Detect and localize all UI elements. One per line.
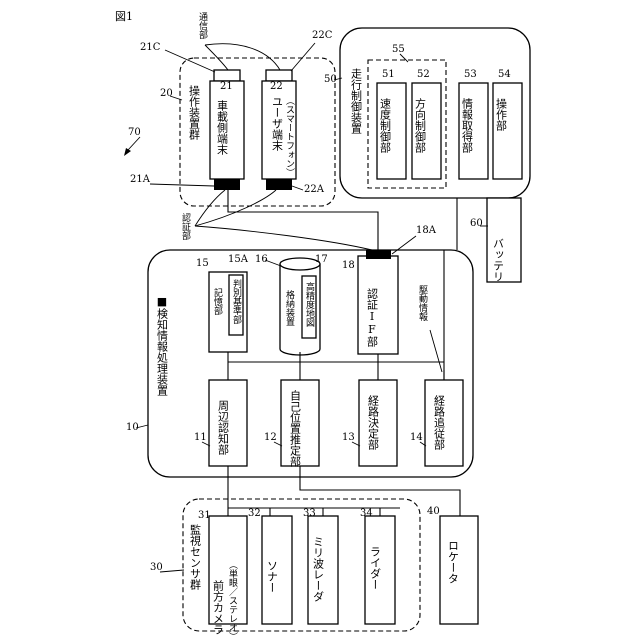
operation-group-label: 操作装置群 bbox=[188, 84, 201, 140]
storage-device-top bbox=[280, 258, 320, 270]
judgment-unit-ref: 15A bbox=[228, 254, 249, 265]
onboard-terminal-ref: 21 bbox=[220, 81, 233, 92]
comm-unit-label: 通信部 bbox=[197, 12, 208, 40]
comm-pad-22c bbox=[266, 70, 292, 81]
sonar-label: ソナー bbox=[266, 560, 279, 593]
speed-control-label: 速度制御部 bbox=[379, 98, 392, 153]
mm-radar-ref: 33 bbox=[303, 508, 316, 519]
route-decision-ref: 13 bbox=[342, 432, 355, 443]
self-position-label: 自己位置推定部 bbox=[289, 390, 302, 467]
sensor-group-ref: 30 bbox=[150, 562, 163, 573]
auth-ref-22a-leader bbox=[292, 186, 303, 190]
auth-ref-21a: 21A bbox=[130, 174, 151, 185]
battery-label: バッテリ bbox=[492, 238, 505, 282]
auth-ref-21a-leader bbox=[150, 184, 214, 186]
front-camera-ref: 31 bbox=[198, 510, 211, 521]
operation-unit-ref: 54 bbox=[498, 69, 511, 80]
sonar-ref: 32 bbox=[248, 508, 261, 519]
auth-pad-21a bbox=[214, 179, 240, 190]
auth-if-label: 認証IF部 bbox=[366, 287, 379, 347]
locator-label: ロケータ bbox=[447, 540, 460, 584]
storage-device-label: 格納装置 bbox=[284, 289, 295, 326]
system-ref-leader bbox=[128, 137, 140, 150]
auth-if-ref: 18 bbox=[342, 260, 355, 271]
self-position-ref: 12 bbox=[264, 432, 277, 443]
surroundings-ref: 11 bbox=[194, 432, 207, 443]
lidar-label: ライダー bbox=[369, 546, 382, 590]
sensor-group-label: 監視センサ群 bbox=[189, 523, 202, 590]
drive-info-label: 駆動情報 bbox=[417, 285, 428, 322]
auth-unit-label: 認証部 bbox=[180, 212, 191, 241]
locator-ref: 40 bbox=[427, 506, 440, 517]
operation-group-ref: 20 bbox=[160, 88, 173, 99]
hd-map-label: 高精度地図 bbox=[304, 281, 315, 328]
hd-map-ref: 17 bbox=[315, 254, 328, 265]
comm-ref-21c-leader bbox=[165, 50, 215, 72]
system-ref-arrow bbox=[124, 148, 131, 156]
memory-unit-ref: 15 bbox=[196, 258, 209, 269]
user-terminal-label: ユーザ端末 bbox=[271, 96, 284, 152]
route-decision-label: 経路決定部 bbox=[367, 395, 380, 450]
memory-unit-label: 記憶部 bbox=[212, 287, 223, 316]
auth-to-if-line bbox=[228, 190, 378, 250]
direction-control-ref: 52 bbox=[417, 69, 430, 80]
mm-radar-label: ミリ波レーダ bbox=[312, 536, 325, 602]
user-terminal-sub: （スマートフォン） bbox=[284, 96, 295, 177]
comm-leader-a bbox=[205, 45, 228, 70]
auth-leader-c bbox=[195, 226, 372, 250]
judgment-unit-label: 判別基準部 bbox=[231, 278, 242, 325]
auth-if-pad-ref: 18A bbox=[416, 225, 437, 236]
info-acquisition-ref: 53 bbox=[464, 69, 477, 80]
front-camera-label: 前方カメラ bbox=[212, 579, 225, 635]
surroundings-label: 周辺認知部 bbox=[217, 400, 230, 455]
battery-ref: 60 bbox=[470, 218, 483, 229]
onboard-terminal-label: 車載側端末 bbox=[216, 99, 229, 156]
lidar-ref: 34 bbox=[360, 508, 373, 519]
steering-group-ref: 55 bbox=[392, 44, 405, 55]
speed-control-ref: 51 bbox=[382, 69, 395, 80]
auth-leader-a bbox=[195, 190, 225, 226]
storage-device-ref: 16 bbox=[255, 254, 268, 265]
route-following-label: 経路追従部 bbox=[433, 395, 446, 450]
system-ref: 70 bbox=[128, 127, 141, 138]
info-acquisition-label: 情報取得部 bbox=[461, 98, 474, 153]
comm-ref-22c-leader bbox=[291, 43, 315, 71]
comm-ref-21c: 21C bbox=[140, 42, 161, 53]
sensor-group-leader bbox=[160, 570, 184, 572]
direction-control-label: 方向制御部 bbox=[414, 97, 427, 153]
travel-control-label: 走行制御装置 bbox=[350, 68, 363, 134]
auth-pad-22a bbox=[266, 179, 292, 190]
user-terminal-ref: 22 bbox=[270, 81, 283, 92]
comm-pad-21c bbox=[214, 70, 240, 81]
route-following-ref: 14 bbox=[410, 432, 423, 443]
figure-label: 図1 bbox=[115, 10, 133, 23]
comm-ref-22c: 22C bbox=[312, 30, 333, 41]
auth-ref-22a: 22A bbox=[304, 184, 325, 195]
front-camera-sub: （単眼／ステレオ） bbox=[227, 560, 238, 640]
detection-device-label: ■検知情報処理装置 bbox=[156, 295, 169, 396]
operation-unit-label: 操作部 bbox=[495, 97, 508, 131]
auth-if-pad bbox=[366, 250, 391, 259]
